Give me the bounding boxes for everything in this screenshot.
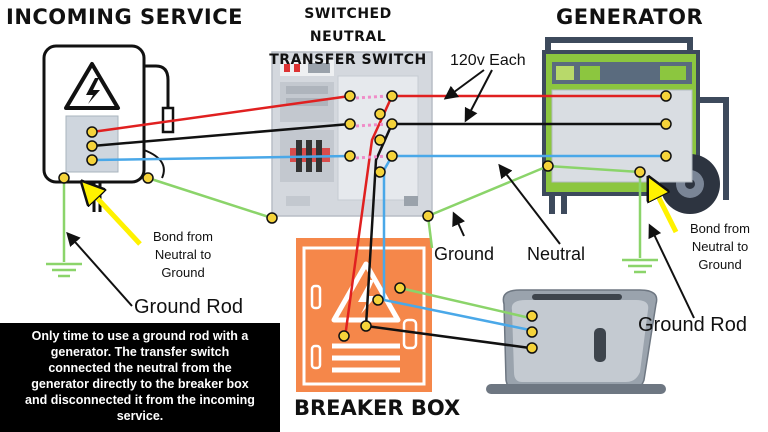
- note-line: generator. The transfer switch: [50, 345, 230, 359]
- note-line: Only time to use a ground rod with a: [31, 329, 249, 343]
- note-line: and disconnected it from the incoming: [25, 393, 255, 407]
- bond-label-right: Bond from Neutral to Ground: [680, 220, 760, 274]
- transfer-switch: [271, 51, 433, 217]
- breaker-box: [296, 238, 432, 392]
- switch-contacts: [355, 94, 389, 160]
- toaster-icon: [486, 289, 666, 394]
- bond-arrows: [84, 180, 679, 246]
- bond-label-left-line: Ground: [161, 265, 205, 280]
- bond-label-left-line: Bond from: [153, 229, 213, 244]
- ground-rod-label-right: Ground Rod: [638, 314, 747, 336]
- bond-label-right-line: Bond from: [690, 221, 750, 236]
- ground-rod-label-left: Ground Rod: [134, 296, 243, 318]
- explanation-note: Only time to use a ground rod with a gen…: [0, 323, 280, 432]
- ground-symbol-icon: [622, 258, 658, 274]
- transfer-switch-title-line2: TRANSFER SWITCH: [269, 52, 427, 68]
- ground-wires: [62, 164, 642, 320]
- voltage-label: 120v Each: [450, 52, 526, 69]
- transfer-switch-title-line1: SWITCHED NEUTRAL: [304, 6, 392, 45]
- neutral-wires: [91, 154, 666, 332]
- ground-label: Ground: [434, 244, 495, 264]
- bond-label-right-line: Ground: [698, 257, 742, 272]
- bond-label-right-line: Neutral to: [691, 239, 749, 254]
- note-line: generator directly to the breaker box: [31, 377, 249, 391]
- breaker-box-title: BREAKER BOX: [294, 396, 461, 420]
- terminals: [58, 90, 672, 354]
- ground-symbol-icon: [46, 262, 82, 278]
- note-line: service.: [116, 409, 164, 423]
- bond-label-left: Bond from Neutral to Ground: [146, 228, 220, 282]
- bond-label-left-line: Neutral to: [154, 247, 212, 262]
- generator-title: GENERATOR: [556, 5, 704, 29]
- portable-generator-icon: [542, 37, 729, 214]
- note-line: connected the neutral from the: [48, 361, 232, 375]
- high-voltage-icon: [64, 62, 120, 110]
- transfer-switch-title: SWITCHED NEUTRAL TRANSFER SWITCH: [268, 3, 428, 72]
- neutral-label: Neutral: [527, 244, 586, 264]
- annotation-arrows: [66, 69, 695, 319]
- incoming-service-title: INCOMING SERVICE: [6, 5, 243, 29]
